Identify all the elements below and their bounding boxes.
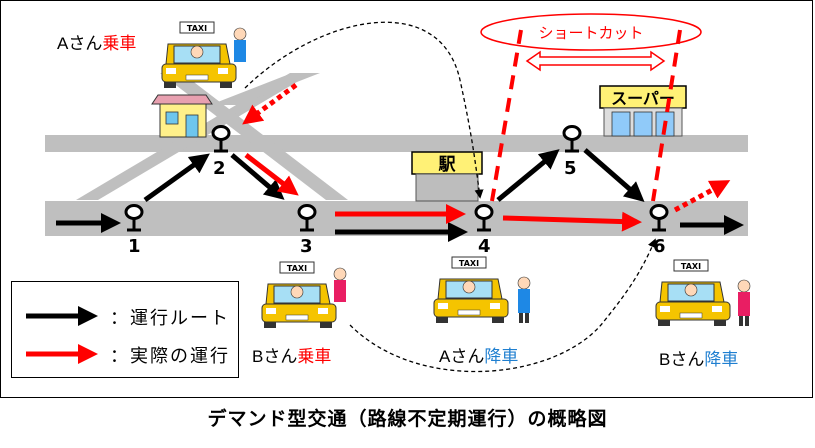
taxi-b-alight: TAXI (655, 259, 751, 326)
bus-stops: 1 2 3 4 5 6 (124, 125, 669, 257)
a-alight-label: Aさん降車 (439, 347, 518, 366)
shortcut-bubble (480, 13, 702, 51)
diagram-caption: デマンド型交通（路線不定期運行）の概略図 (207, 408, 608, 430)
supermarket-label: スーパー (611, 90, 675, 108)
actual-arrow-4-6 (502, 211, 642, 232)
b-alight-name: Bさん (659, 350, 704, 369)
road-diagonal-right (160, 73, 348, 200)
route-arrows (56, 148, 744, 242)
a-alight-name: Aさん (439, 347, 484, 366)
stop-3-label: 3 (300, 236, 313, 257)
route-arrow-4-5 (496, 149, 560, 202)
event-labels: Aさん乗車 Bさん乗車 Aさん降車 Bさん降車 (57, 34, 738, 369)
legend-route-arrow (26, 306, 98, 326)
legend-actual-text: ：実際の運行 (110, 346, 230, 367)
b-alight-action: 降車 (704, 350, 738, 369)
taxi-a-alight: TAXI (433, 256, 531, 323)
passenger-b-icon (333, 267, 347, 302)
stop-2-marker: 2 (211, 125, 231, 179)
taxi-sign-text: TAXI (287, 264, 307, 273)
station-label: 駅 (438, 155, 457, 174)
stop-1-marker: 1 (124, 204, 144, 257)
shortcut-double-arrow (525, 50, 666, 72)
taxi-sign-text: TAXI (187, 24, 207, 33)
b-board-label: Bさん乗車 (252, 347, 331, 366)
b-alight-label: Bさん降車 (659, 350, 738, 369)
request-curve-a (244, 21, 484, 199)
actual-arrow-entry (242, 82, 298, 125)
actual-arrow-2-3 (244, 153, 299, 196)
stop-2-label: 2 (213, 158, 226, 179)
road-top-connector (210, 73, 320, 105)
actual-arrows (242, 82, 731, 232)
stop-4-label: 4 (478, 236, 491, 257)
shortcut-dash-left (490, 29, 523, 202)
passenger-a-icon (233, 27, 247, 62)
diagram-frame (0, 0, 813, 398)
legend-row-actual: ：実際の運行 (12, 340, 240, 368)
road-upper (45, 135, 748, 152)
route-arrow-1-2 (143, 153, 210, 203)
passenger-a-walking-icon (517, 276, 531, 323)
legend: ：運行ルート ：実際の運行 (11, 281, 239, 378)
b-board-action: 乗車 (297, 347, 331, 366)
legend-row-route: ：運行ルート (12, 302, 240, 330)
stop-1-label: 1 (128, 236, 141, 257)
a-alight-action: 降車 (484, 347, 518, 366)
taxi-b-board: TAXI (261, 261, 347, 328)
a-board-name: Aさん (57, 34, 102, 53)
route-arrow-2-3 (230, 153, 285, 200)
a-board-label: Aさん乗車 (57, 34, 136, 53)
taxi-sign-text: TAXI (459, 259, 479, 268)
taxi-sign-text: TAXI (681, 262, 701, 271)
passenger-b-walking-icon (737, 279, 751, 326)
stop-4-marker: 4 (474, 204, 494, 257)
supermarket-building: スーパー (599, 85, 687, 137)
a-board-action: 乗車 (102, 34, 136, 53)
house-icon (151, 94, 213, 138)
stop-6-marker: 6 (649, 204, 669, 257)
route-arrow-5-6 (583, 148, 645, 202)
legend-actual-arrow (26, 344, 98, 364)
shortcut-label: ショートカット (538, 25, 643, 42)
stop-3-marker: 3 (297, 204, 317, 257)
shortcut-dash-right (651, 29, 682, 202)
taxi-a-board: TAXI (161, 21, 247, 88)
b-board-name: Bさん (252, 347, 297, 366)
legend-route-text: ：運行ルート (110, 308, 230, 329)
actual-arrow-exit (673, 180, 731, 213)
request-curve-b (349, 238, 657, 373)
request-curves (244, 21, 657, 373)
route-diagram: 駅 スーパー ショートカット (45, 13, 751, 373)
station-building: 駅 (411, 151, 483, 202)
stop-6-label: 6 (653, 236, 666, 257)
stop-5-label: 5 (564, 158, 577, 179)
shortcut-annotation: ショートカット (480, 13, 702, 202)
stop-5-marker: 5 (562, 125, 582, 179)
